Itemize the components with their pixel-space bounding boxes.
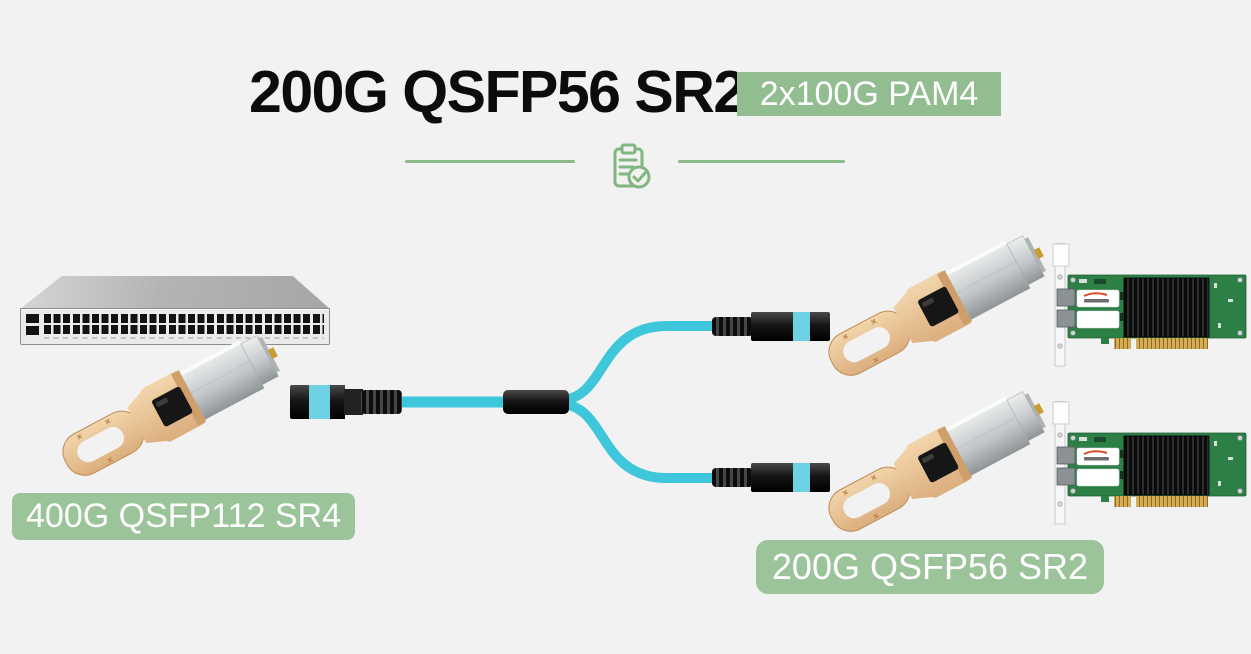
qsfp-transceiver-left-illustration: [58, 324, 291, 487]
qsfp-transceiver-bottom-right-illustration: [824, 380, 1057, 543]
mpo-connector-upper-right: [712, 312, 830, 341]
mpo-connector-left: [290, 385, 402, 419]
label-400g-qsfp112-sr4: 400G QSFP112 SR4: [12, 493, 355, 540]
cable-splitter: [503, 390, 569, 414]
breakout-cable-illustration: [290, 312, 830, 492]
clipboard-check-icon: [613, 143, 651, 189]
switch-illustration: [20, 276, 330, 346]
switch-port-labels: [44, 337, 324, 339]
nic-card-bottom-illustration: [1052, 401, 1247, 525]
subtitle-badge: 2x100G PAM4: [737, 72, 1001, 116]
switch-mgmt-ports: [26, 314, 39, 335]
fiber-strands: [389, 321, 722, 483]
qsfp-transceiver-top-right-illustration: [824, 224, 1057, 387]
divider-line-left: [405, 160, 575, 163]
label-200g-qsfp56-sr2: 200G QSFP56 SR2: [756, 540, 1104, 594]
switch-port-row: [44, 314, 324, 323]
switch-port-row: [44, 325, 324, 334]
divider-line-right: [678, 160, 845, 163]
switch-front-panel: [20, 308, 330, 345]
page-title: 200G QSFP56 SR2: [249, 59, 746, 125]
nic-card-top-illustration: [1052, 243, 1247, 367]
switch-top-panel: [20, 276, 330, 309]
mpo-connector-lower-right: [712, 463, 830, 492]
